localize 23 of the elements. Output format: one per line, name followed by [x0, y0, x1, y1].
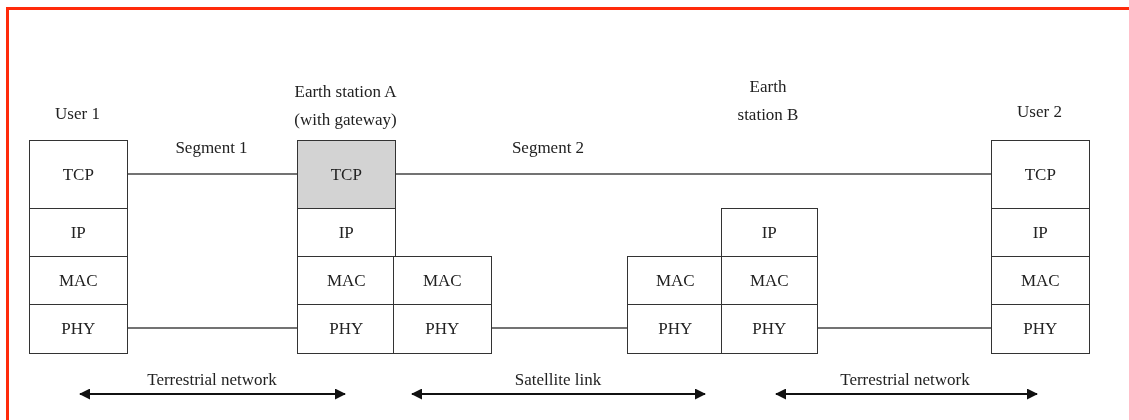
protocol-layer-box: IP [991, 208, 1090, 258]
protocol-layer-box: PHY [297, 304, 396, 354]
station-label: Earth station B [736, 76, 800, 126]
protocol-layer-box: TCP [29, 140, 128, 210]
protocol-layer-box: MAC [297, 256, 396, 306]
station-label: Earth station A (with gateway) [293, 81, 398, 131]
protocol-layer-box: MAC [991, 256, 1090, 306]
protocol-layer-box: PHY [721, 304, 818, 354]
protocol-layer-box: PHY [393, 304, 492, 354]
protocol-layer-box: IP [29, 208, 128, 258]
protocol-layer-box: MAC [627, 256, 724, 306]
protocol-layer-box: PHY [627, 304, 724, 354]
protocol-layer-box: IP [297, 208, 396, 258]
protocol-layer-box: PHY [29, 304, 128, 354]
protocol-layer-box: IP [721, 208, 818, 258]
protocol-layer-box: MAC [393, 256, 492, 306]
protocol-layer-box: MAC [29, 256, 128, 306]
protocol-layer-box: TCP [991, 140, 1090, 210]
protocol-layer-box: PHY [991, 304, 1090, 354]
station-label: User 2 [1016, 101, 1063, 123]
station-label: User 1 [54, 103, 101, 125]
protocol-layer-box: TCP [297, 140, 396, 210]
protocol-layer-box: MAC [721, 256, 818, 306]
